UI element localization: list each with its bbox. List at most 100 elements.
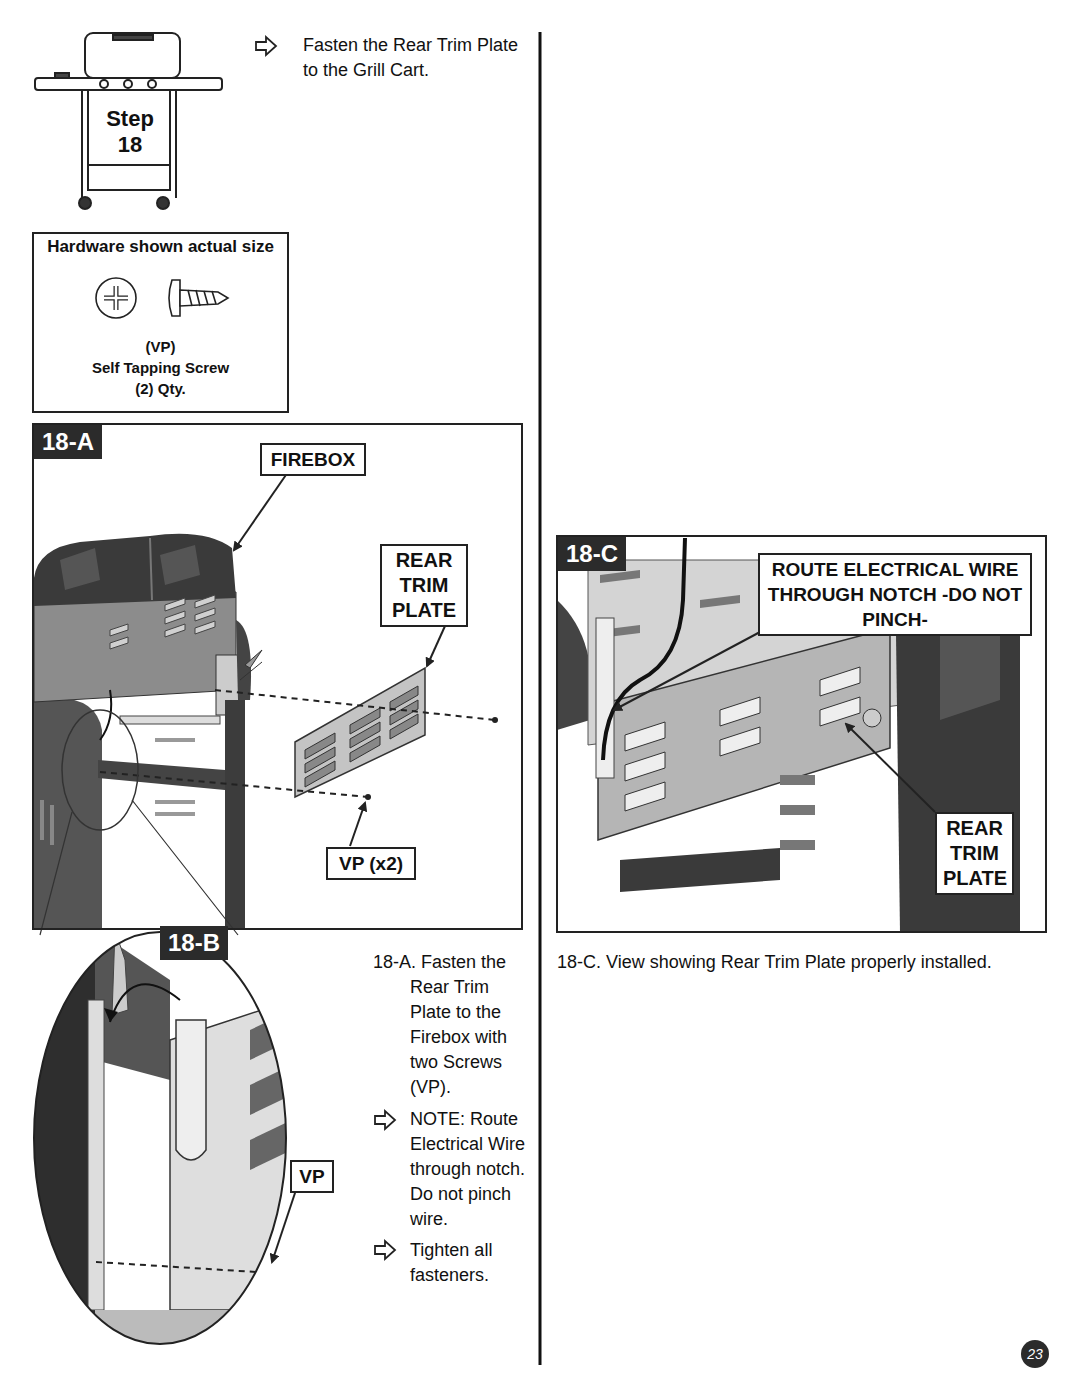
drawing-part	[600, 570, 640, 583]
drawing-part	[557, 536, 1046, 932]
label-text: REAR TRIM PLATE	[937, 814, 1012, 893]
drawing-part	[625, 667, 860, 811]
drawing-part	[104, 1008, 118, 1022]
label-text: 23	[1021, 1340, 1049, 1368]
drawing-part	[250, 1010, 292, 1060]
drawing-part	[96, 278, 228, 318]
drawing-part	[375, 1241, 395, 1259]
drawing-part	[40, 800, 44, 840]
drawing-part	[110, 595, 215, 649]
drawing-part	[250, 1065, 292, 1115]
drawing-part	[34, 472, 498, 935]
drawing-part	[720, 697, 760, 726]
label-text: Self Tapping Screw	[34, 359, 287, 376]
drawing-part	[620, 848, 780, 892]
callout-box: REAR TRIM PLATE	[935, 812, 1014, 895]
drawing-part	[350, 736, 380, 762]
drawing-part	[30, 930, 95, 1350]
drawing-part	[625, 722, 665, 751]
drawing-part	[113, 35, 153, 40]
callout-box: VP (x2)	[326, 847, 416, 880]
drawing-part	[40, 800, 238, 935]
drawing-part	[700, 595, 740, 608]
drawing-part	[100, 690, 111, 740]
drawing-part	[720, 727, 760, 756]
label-text: REAR TRIM PLATE	[382, 546, 466, 625]
drawing-part	[60, 545, 200, 590]
label-text: Hardware shown actual size	[34, 237, 287, 257]
drawing-part	[34, 698, 102, 928]
drawing-part	[110, 637, 128, 649]
drawing-part	[79, 197, 91, 209]
drawing-part	[148, 80, 156, 88]
drawing-part	[539, 32, 542, 1365]
drawing-part	[30, 930, 292, 1350]
label-text: (2) Qty.	[34, 380, 287, 397]
drawing-part	[50, 805, 54, 845]
drawing-part	[95, 1310, 292, 1350]
callout-box: ROUTE ELECTRICAL WIRE THROUGH NOTCH -DO …	[758, 553, 1032, 636]
drawing-part	[365, 794, 371, 800]
drawing-part	[188, 290, 216, 306]
drawing-part	[175, 90, 177, 198]
drawing-part	[492, 717, 498, 723]
circle-outline	[32, 926, 332, 1348]
drawing-part	[165, 598, 185, 611]
drawing-part	[55, 73, 69, 78]
drawing-part	[104, 286, 128, 310]
hardware-box: Hardware shown actual size(VP)Self Tappi…	[32, 232, 289, 413]
drawing-part	[35, 78, 222, 90]
label-text: ROUTE ELECTRICAL WIRE THROUGH NOTCH -DO …	[760, 555, 1030, 634]
drawing-part	[35, 33, 222, 209]
drawing-part	[88, 90, 170, 190]
drawing-part	[820, 667, 860, 696]
drawing-part	[236, 620, 251, 700]
caption-text: 18-C. View showing Rear Trim Plate prope…	[557, 950, 1057, 975]
drawing-part	[295, 668, 425, 797]
label-text: VP	[292, 1162, 332, 1191]
drawing-part	[96, 1262, 256, 1272]
drawing-part	[195, 621, 215, 634]
drawing-part	[600, 570, 740, 638]
drawing-part	[225, 700, 245, 928]
callout-box: REAR TRIM PLATE	[380, 544, 468, 627]
drawing-part	[100, 80, 108, 88]
drawing-part	[157, 197, 169, 209]
drawing-part	[240, 650, 262, 680]
drawing-part	[176, 1020, 206, 1160]
instruction-text: Fasten the Rear Trim Plate to the Grill …	[303, 33, 533, 83]
drawing-part	[85, 33, 180, 78]
drawing-part	[215, 690, 495, 720]
drawing-part	[180, 290, 228, 306]
instruction-text: 18-A. Fasten the Rear Trim Plate to the …	[373, 950, 533, 1100]
drawing-part	[780, 775, 815, 850]
drawing-part	[150, 538, 152, 600]
drawing-part	[846, 724, 935, 812]
callout-box: FIREBOX	[260, 443, 366, 476]
instruction-text: Tighten all fasteners.	[410, 1238, 530, 1288]
drawing-part	[30, 930, 292, 1350]
drawing-part	[234, 472, 288, 550]
drawing-part	[110, 624, 128, 636]
drawing-part	[305, 686, 418, 787]
drawing-part	[614, 632, 760, 710]
drawing-part	[34, 534, 236, 606]
callout-box: VP	[290, 1160, 334, 1193]
drawing-part	[820, 697, 860, 726]
drawing-part	[427, 626, 445, 666]
drawing-part	[165, 611, 185, 624]
figure-tab: 18-A	[34, 425, 102, 459]
drawing-part	[96, 278, 136, 318]
drawing-part	[271, 1266, 285, 1280]
drawing-part	[272, 1190, 296, 1262]
drawing-part	[155, 738, 195, 742]
drawing-part	[34, 592, 236, 702]
drawing-part	[625, 782, 665, 811]
drawing-part	[100, 772, 368, 797]
drawing-part	[88, 164, 170, 166]
drawing-part	[155, 800, 195, 804]
step-label: Step	[99, 106, 161, 132]
drawing-part	[195, 595, 215, 608]
note-text: NOTE: Route Electrical Wire through notc…	[410, 1107, 532, 1232]
